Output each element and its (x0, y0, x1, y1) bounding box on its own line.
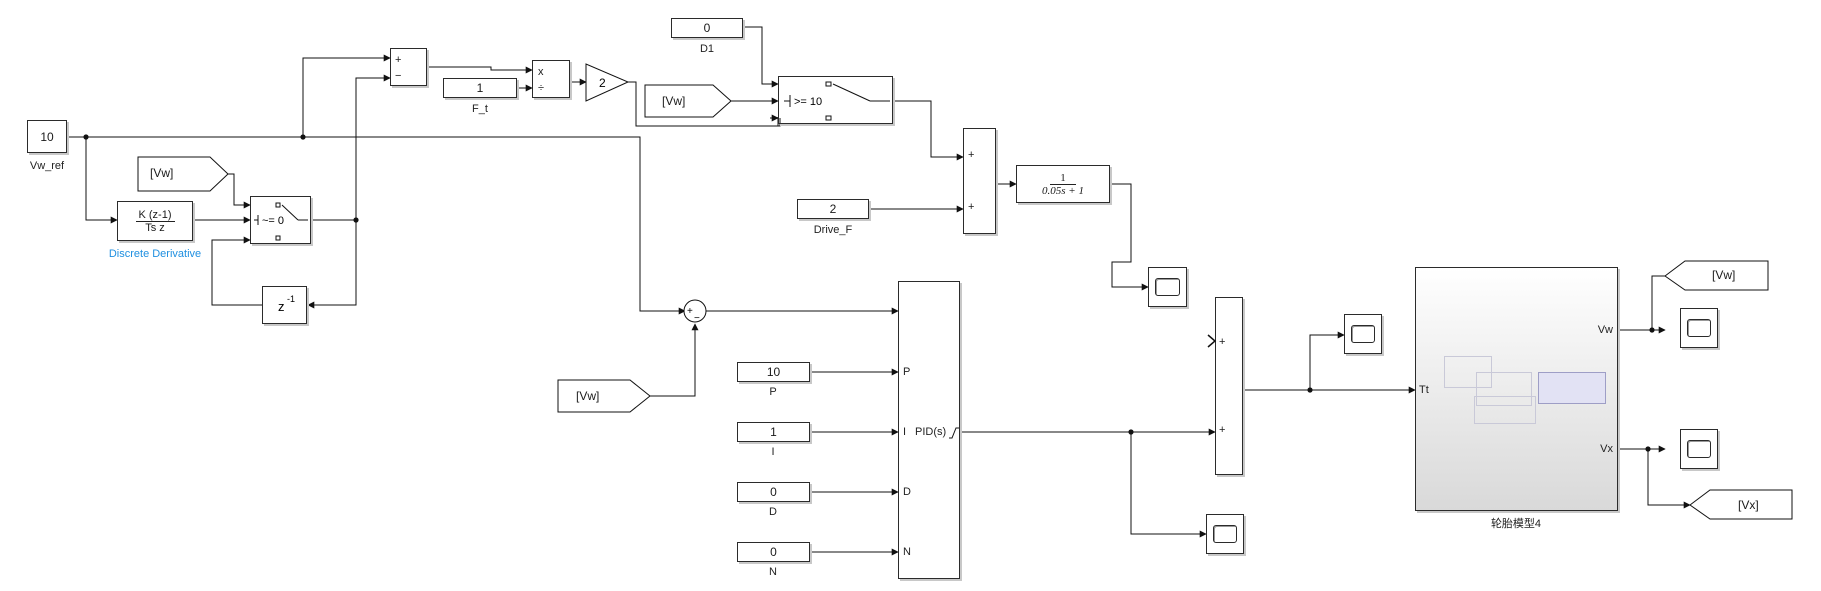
sum-right-unconnected-port (1207, 334, 1217, 348)
switch1-criterion: ~= 0 (262, 215, 284, 227)
from-vw-2-shape[interactable] (644, 84, 732, 118)
from-vw-3-label: [Vw] (576, 389, 600, 403)
sum-right-plus-1: + (1219, 336, 1226, 348)
constant-p-value: 10 (766, 365, 781, 379)
constant-d[interactable]: 0 (737, 482, 810, 502)
goto-vx-shape[interactable] (1689, 489, 1793, 520)
sum-err-plus: + (687, 306, 693, 317)
pid-label: PID(s) (915, 426, 947, 438)
scope-vw[interactable] (1680, 308, 1718, 348)
tire-model-in-port: Tt (1419, 384, 1429, 396)
scope-2[interactable] (1206, 514, 1244, 554)
constant-i[interactable]: 1 (737, 422, 810, 442)
pid-saturation-icon (949, 427, 959, 439)
sum-right-block[interactable]: + + (1215, 297, 1243, 475)
tire-model-label: 轮胎模型4 (1490, 518, 1542, 530)
constant-vw-ref[interactable]: 10 (27, 120, 67, 153)
pid-port-i: I (903, 426, 907, 438)
constant-drive-f-label: Drive_F (813, 224, 853, 236)
constant-p[interactable]: 10 (737, 362, 810, 382)
sum-err-minus: − (694, 313, 700, 324)
scope-3-screen (1350, 324, 1376, 344)
tire-model-preview-b (1476, 372, 1532, 406)
transfer-fcn-numerator: 1 (1050, 172, 1076, 185)
transfer-fcn-denominator: 0.05s + 1 (1042, 184, 1084, 197)
constant-drive-f[interactable]: 2 (797, 199, 869, 219)
goto-vx-label: [Vx] (1738, 498, 1759, 512)
discrete-derivative-denominator: Ts z (145, 221, 165, 234)
switch2-criterion: >= 10 (794, 96, 822, 108)
scope-vx-screen (1686, 439, 1712, 459)
constant-p-label: P (769, 386, 777, 398)
constant-d1[interactable]: 0 (671, 18, 743, 38)
discrete-derivative-label: Discrete Derivative (108, 248, 202, 260)
switch1-block[interactable] (250, 196, 311, 244)
scope-2-screen (1212, 524, 1238, 544)
tire-model-out-port-vx: Vx (1600, 443, 1613, 455)
switch2-block[interactable] (778, 76, 893, 124)
sum-right-plus-2: + (1219, 424, 1226, 436)
sum-error-circle[interactable] (683, 299, 707, 323)
from-vw-1-shape[interactable] (137, 156, 229, 192)
constant-d-label: D (769, 506, 777, 518)
pid-port-p: P (903, 366, 911, 378)
sum-top-plus: + (395, 54, 402, 66)
product-divide: ÷ (538, 82, 545, 94)
goto-vw-shape[interactable] (1664, 260, 1769, 291)
unit-delay-block[interactable] (262, 286, 307, 324)
tire-model-preview-c (1474, 396, 1536, 424)
constant-d1-value: 0 (703, 21, 711, 35)
from-vw-1-label: [Vw] (150, 166, 174, 180)
scope-1[interactable] (1148, 267, 1187, 307)
tire-model-preview-d (1538, 372, 1606, 404)
constant-n-value: 0 (770, 545, 777, 559)
sum-top-block[interactable]: + − (390, 48, 427, 86)
constant-vw-ref-label: Vw_ref (29, 160, 65, 172)
constant-drive-f-value: 2 (829, 202, 837, 216)
gain-value: 2 (599, 76, 606, 90)
scope-vx[interactable] (1680, 429, 1718, 469)
sum-top-minus: − (395, 70, 402, 82)
sum-mid-block[interactable]: + + (963, 128, 996, 234)
scope-vw-screen (1686, 318, 1712, 338)
constant-vw-ref-value: 10 (40, 129, 54, 144)
constant-n[interactable]: 0 (737, 542, 810, 562)
from-vw-3-shape[interactable] (557, 379, 651, 413)
scope-3[interactable] (1344, 314, 1382, 354)
sum-mid-plus-1: + (968, 149, 975, 161)
product-block[interactable]: x ÷ (532, 60, 570, 98)
discrete-derivative-numerator: K (z-1) (135, 209, 175, 222)
transfer-fcn-block[interactable]: 1 0.05s + 1 (1016, 165, 1110, 203)
constant-f-t[interactable]: 1 (443, 78, 517, 98)
constant-i-value: 1 (770, 425, 777, 439)
constant-n-label: N (769, 566, 777, 578)
unit-delay-z: z (278, 299, 285, 314)
from-vw-2-label: [Vw] (662, 94, 686, 108)
pid-port-n: N (903, 546, 911, 558)
tire-model-subsystem[interactable]: Tt Vw Vx (1415, 267, 1618, 511)
constant-i-label: I (771, 446, 775, 458)
constant-f-t-label: F_t (472, 103, 488, 115)
gain-triangle[interactable] (585, 63, 630, 102)
constant-d-value: 0 (770, 485, 777, 499)
product-multiply: x (538, 66, 544, 78)
constant-f-t-value: 1 (476, 81, 484, 95)
unit-delay-exp: -1 (287, 294, 295, 304)
pid-port-d: D (903, 486, 911, 498)
pid-controller-block[interactable]: P I D N PID(s) (898, 281, 960, 579)
constant-d1-label: D1 (699, 43, 715, 55)
goto-vw-label: [Vw] (1712, 268, 1736, 282)
discrete-derivative-block[interactable]: K (z-1) Ts z (117, 201, 193, 241)
tire-model-out-port-vw: Vw (1597, 324, 1613, 336)
scope-1-screen (1155, 277, 1180, 297)
sum-mid-plus-2: + (968, 201, 975, 213)
